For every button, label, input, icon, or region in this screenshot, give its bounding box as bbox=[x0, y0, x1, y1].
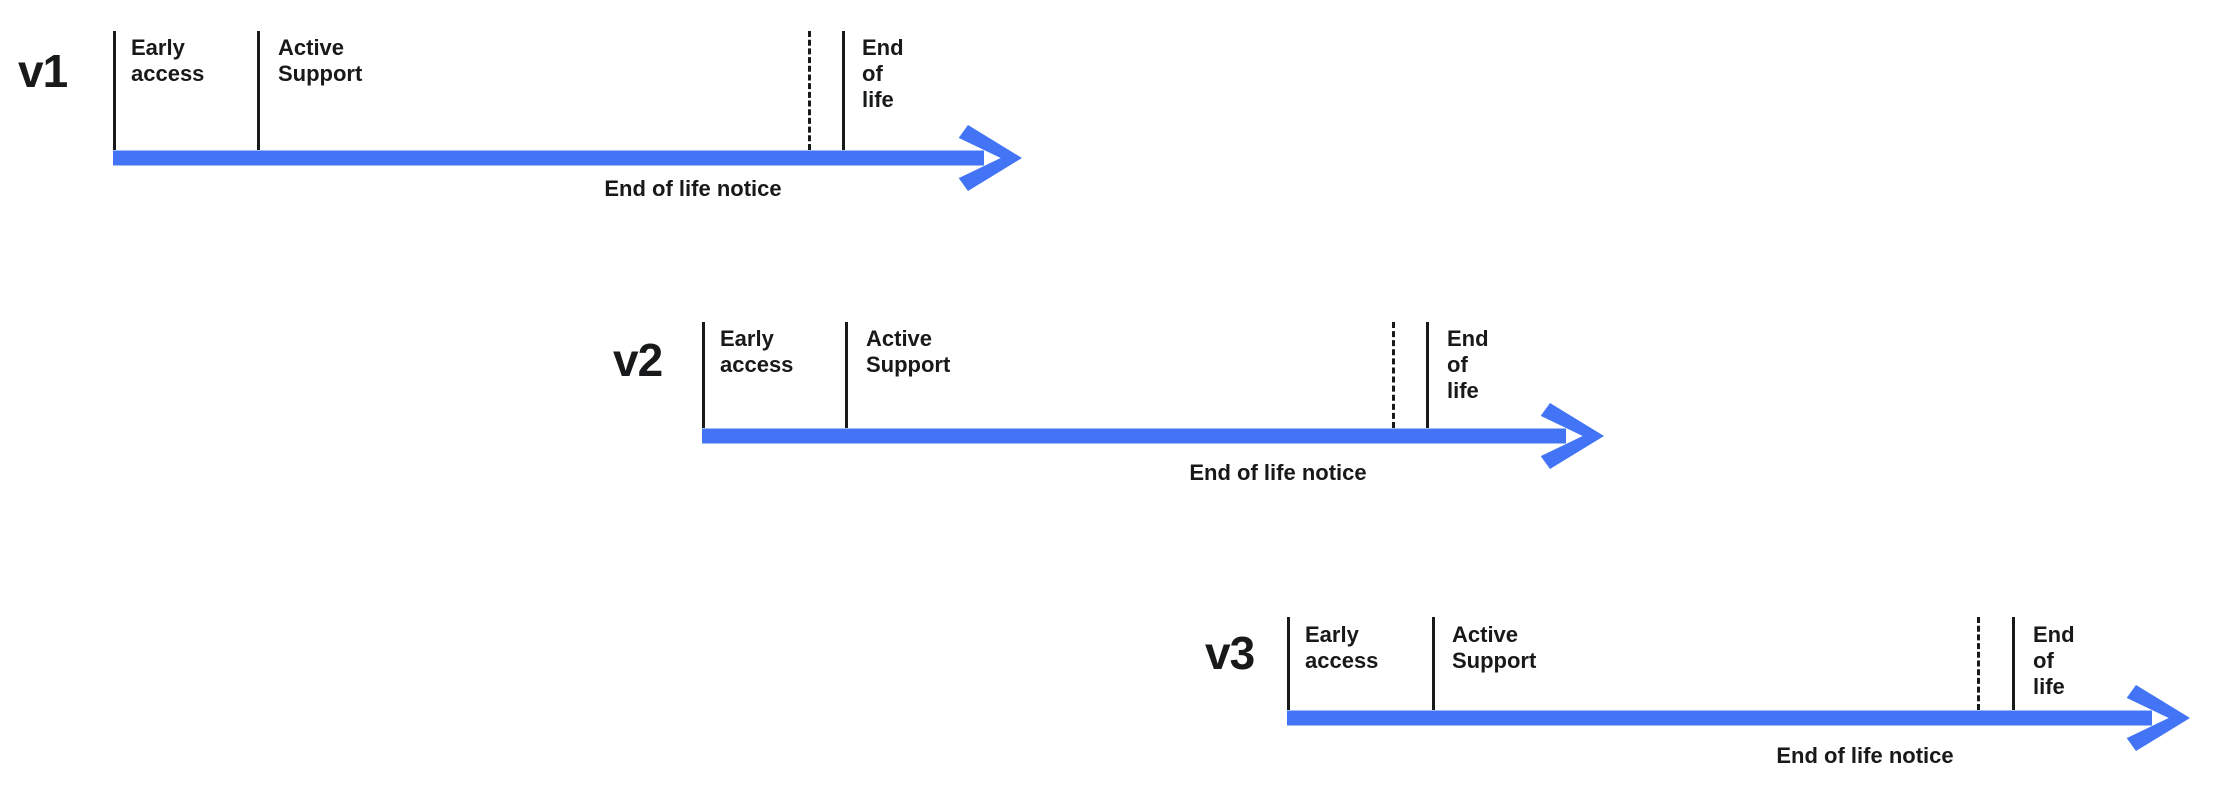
lifecycle-arrow-v1 bbox=[113, 124, 1026, 191]
phase-divider-v3-1-solid bbox=[1287, 617, 1290, 710]
arrow-shaft-v1 bbox=[113, 150, 984, 165]
phase-label-v3-end-of-life: End of life bbox=[2033, 622, 2075, 699]
phase-divider-v2-3-dashed bbox=[1392, 322, 1395, 428]
phase-divider-v1-1-solid bbox=[113, 31, 116, 150]
version-label-v1: v1 bbox=[18, 45, 68, 97]
phase-label-v2-early-access: Early access bbox=[720, 326, 794, 377]
version-label-v2: v2 bbox=[613, 334, 663, 386]
phase-label-v1-end-of-life: End of life bbox=[862, 35, 904, 112]
phase-divider-v2-2-solid bbox=[845, 322, 848, 428]
arrow-shaft-v3 bbox=[1287, 710, 2152, 725]
phase-label-v2-end-of-life: End of life bbox=[1447, 326, 1489, 403]
phase-label-v3-active-support: Active Support bbox=[1452, 622, 1537, 673]
phase-label-v1-active-support: Active Support bbox=[278, 35, 363, 86]
arrow-shaft-v2 bbox=[702, 428, 1566, 443]
lifecycle-arrow-v3 bbox=[1287, 684, 2194, 751]
phase-divider-v3-2-solid bbox=[1432, 617, 1435, 710]
phase-label-v3-early-access: Early access bbox=[1305, 622, 1379, 673]
phase-divider-v2-1-solid bbox=[702, 322, 705, 428]
version-label-v3: v3 bbox=[1205, 627, 1255, 679]
phase-divider-v2-4-solid bbox=[1426, 322, 1429, 428]
phase-divider-v1-3-dashed bbox=[808, 31, 811, 150]
lifecycle-arrow-v2 bbox=[702, 402, 1608, 469]
arrow-head-icon-v3 bbox=[2126, 684, 2190, 751]
arrow-head-icon-v1 bbox=[958, 124, 1022, 191]
end-of-life-notice-label-v2: End of life notice bbox=[1189, 460, 1367, 485]
phase-divider-v1-2-solid bbox=[257, 31, 260, 150]
phase-divider-v1-4-solid bbox=[842, 31, 845, 150]
phase-label-v2-active-support: Active Support bbox=[866, 326, 951, 377]
phase-divider-v3-4-solid bbox=[2012, 617, 2015, 710]
arrow-head-icon-v2 bbox=[1540, 402, 1604, 469]
phase-divider-v3-3-dashed bbox=[1977, 617, 1980, 710]
end-of-life-notice-label-v1: End of life notice bbox=[604, 176, 782, 201]
phase-label-v1-early-access: Early access bbox=[131, 35, 205, 86]
end-of-life-notice-label-v3: End of life notice bbox=[1776, 743, 1954, 768]
